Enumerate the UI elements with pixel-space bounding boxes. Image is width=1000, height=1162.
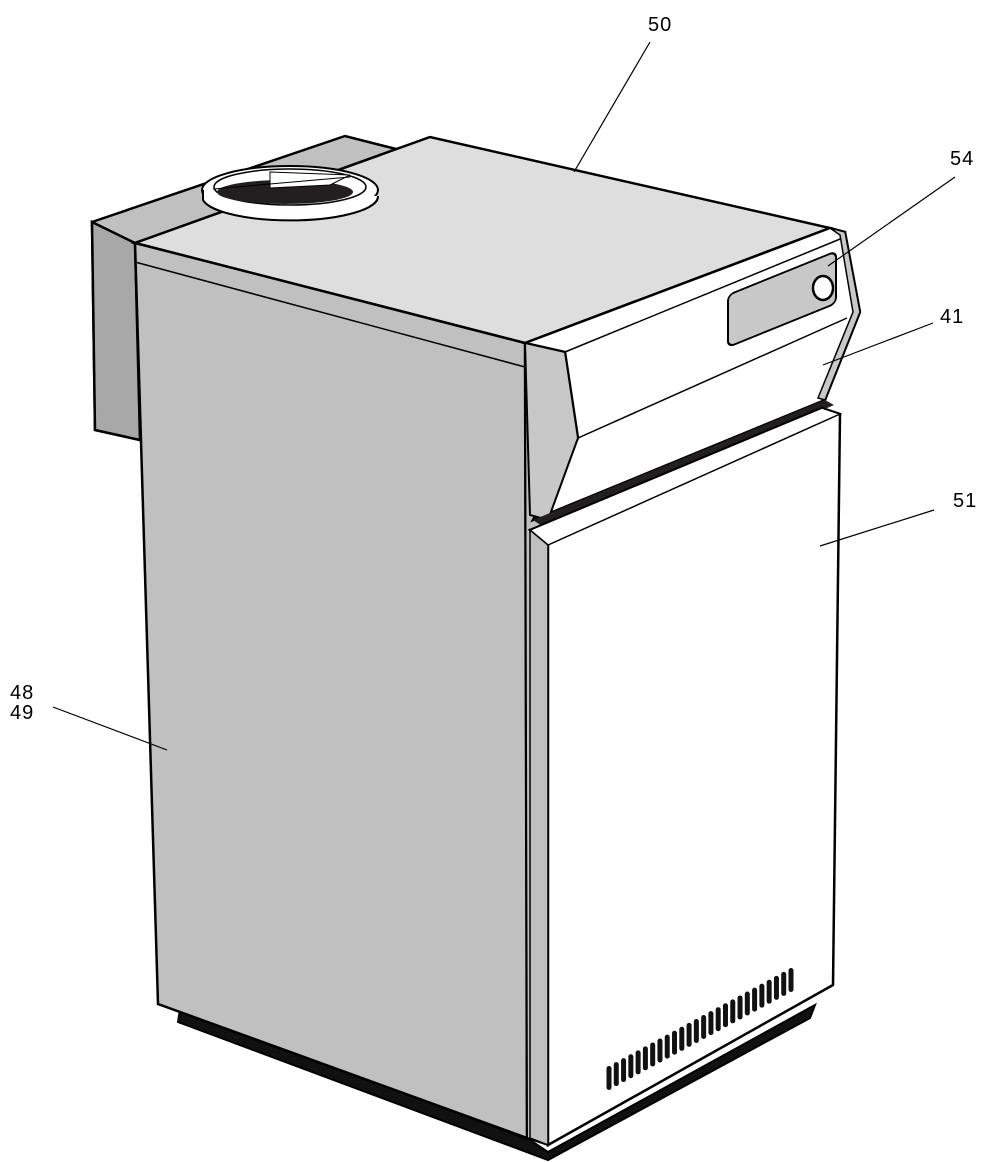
ref-label-54: 54 (950, 148, 975, 170)
leader-line-48-49 (52, 706, 168, 751)
front-door (527, 406, 843, 1148)
vent-slot (686, 1022, 692, 1047)
vent-slot (664, 1034, 670, 1059)
vent-slot (781, 971, 787, 996)
ref-label-48-49: 48 49 (10, 683, 34, 723)
leader-line-41 (822, 322, 934, 366)
vent-slot (752, 987, 758, 1012)
vent-slot (613, 1062, 619, 1087)
vent-slot (788, 968, 794, 992)
vent-slot (679, 1026, 685, 1051)
leader-line-51 (819, 509, 935, 547)
flue-collar (201, 165, 380, 222)
vent-slot (650, 1042, 656, 1067)
leader-line-54 (827, 176, 956, 267)
control-knob[interactable] (811, 274, 835, 302)
vent-slot (672, 1030, 678, 1055)
vent-slot (744, 991, 750, 1016)
vent-slot (606, 1066, 612, 1090)
vent-slot (722, 1003, 728, 1028)
vent-slot (715, 1007, 721, 1032)
side-panel (133, 241, 529, 1140)
vent-slot (708, 1011, 714, 1036)
vent-slot (773, 975, 779, 1000)
vent-slot (730, 999, 736, 1024)
base-plinth (176, 1002, 817, 1162)
vent-slot (642, 1046, 648, 1071)
ref-label-41: 41 (940, 306, 965, 328)
ref-label-48: 48 (10, 682, 35, 704)
vent-grille (606, 968, 794, 1090)
vent-slot (621, 1058, 627, 1083)
vent-slot (766, 979, 772, 1004)
vent-slot (693, 1018, 699, 1043)
control-panel (520, 226, 862, 523)
vent-slot (737, 995, 743, 1020)
vent-slot (635, 1050, 641, 1075)
vent-slot (628, 1054, 634, 1079)
leader-line-50 (573, 41, 651, 173)
vent-slot (657, 1038, 663, 1063)
ref-label-49: 49 (10, 702, 35, 724)
vent-slot (759, 983, 765, 1008)
ref-label-50: 50 (648, 14, 673, 36)
display-window (727, 252, 837, 347)
leader-lines (52, 41, 956, 751)
ref-label-51: 51 (953, 490, 978, 512)
vent-slot (701, 1015, 707, 1040)
